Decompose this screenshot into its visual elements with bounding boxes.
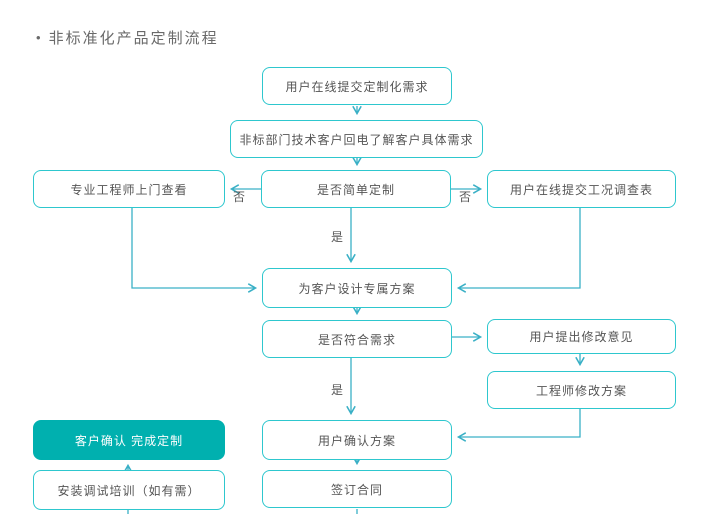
edge-visit-to-design <box>131 208 258 293</box>
node-user-confirm: 用户确认方案 <box>262 420 452 460</box>
node-meets-requirement: 是否符合需求 <box>262 320 452 358</box>
edge-label-no-left: 否 <box>233 190 246 204</box>
node-callback: 非标部门技术客户回电了解客户具体需求 <box>230 120 483 158</box>
edge-label-yes-design: 是 <box>331 230 344 244</box>
node-is-simple-custom: 是否简单定制 <box>261 170 451 208</box>
node-install-training: 安装调试培训（如有需） <box>33 470 225 510</box>
node-submit-survey: 用户在线提交工况调查表 <box>487 170 676 208</box>
node-submit-requirement: 用户在线提交定制化需求 <box>262 67 452 105</box>
edge-survey-to-design <box>456 208 581 293</box>
node-engineer-visit: 专业工程师上门查看 <box>33 170 225 208</box>
node-engineer-modify: 工程师修改方案 <box>487 371 676 409</box>
node-custom-complete: 客户确认 完成定制 <box>33 420 225 460</box>
title-bullet: • <box>36 30 41 45</box>
node-user-feedback: 用户提出修改意见 <box>487 319 676 354</box>
edge-label-yes-confirm: 是 <box>331 383 344 397</box>
edge-modify-to-confirm <box>456 409 581 442</box>
edge-label-no-right: 否 <box>459 190 472 204</box>
page-title: 非标准化产品定制流程 <box>48 30 219 47</box>
node-sign-contract: 签订合同 <box>262 470 452 508</box>
page-title-row: • 非标准化产品定制流程 <box>36 27 219 48</box>
node-design-plan: 为客户设计专属方案 <box>262 268 452 308</box>
